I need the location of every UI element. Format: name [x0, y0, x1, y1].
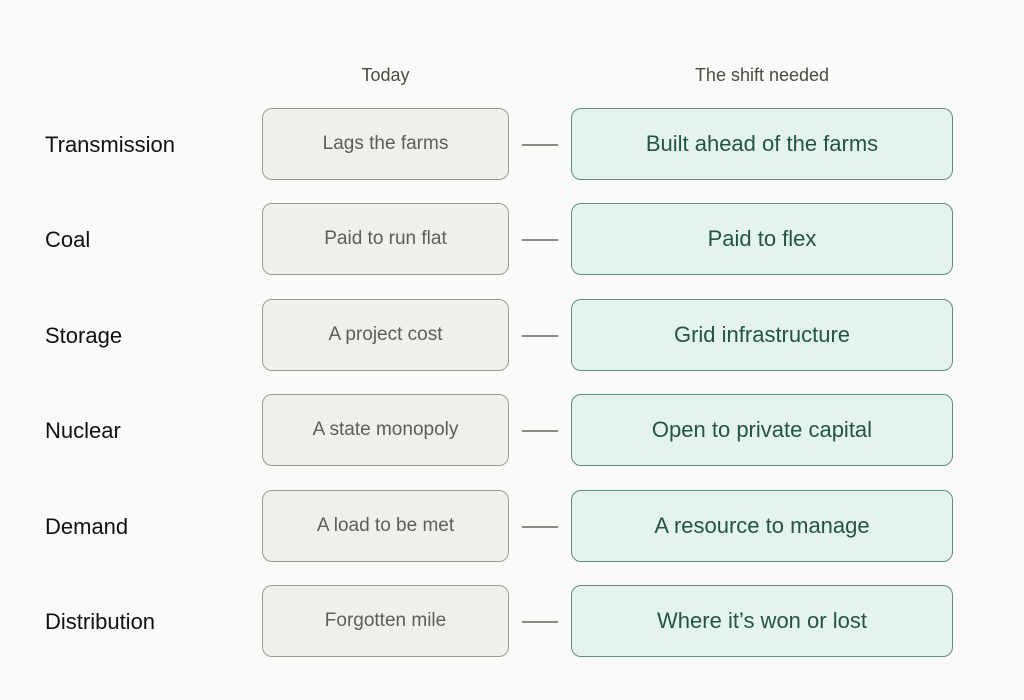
today-box: A state monopoly	[262, 394, 509, 466]
connector-line	[522, 621, 558, 623]
row-demand: Demand A load to be met A resource to ma…	[0, 490, 1024, 564]
connector-line	[522, 526, 558, 528]
today-column-header: Today	[361, 65, 410, 85]
shift-box: Where it’s won or lost	[571, 585, 953, 657]
connector-line	[522, 144, 558, 146]
row-label: Distribution	[45, 609, 156, 634]
today-box: A project cost	[262, 299, 509, 371]
connector-line	[522, 239, 558, 241]
row-label: Storage	[45, 323, 123, 348]
row-coal: Coal Paid to run flat Paid to flex	[0, 203, 1024, 277]
row-label: Transmission	[45, 132, 175, 157]
today-box: Paid to run flat	[262, 203, 509, 275]
row-label: Coal	[45, 227, 91, 252]
row-label: Demand	[45, 514, 129, 539]
row-label: Nuclear	[45, 418, 121, 443]
today-box: A load to be met	[262, 490, 509, 562]
today-box: Forgotten mile	[262, 585, 509, 657]
shift-box: Open to private capital	[571, 394, 953, 466]
shift-box: Built ahead of the farms	[571, 108, 953, 180]
row-nuclear: Nuclear A state monopoly Open to private…	[0, 394, 1024, 468]
shift-box: Paid to flex	[571, 203, 953, 275]
row-distribution: Distribution Forgotten mile Where it’s w…	[0, 585, 1024, 659]
connector-line	[522, 335, 558, 337]
connector-line	[522, 430, 558, 432]
today-box: Lags the farms	[262, 108, 509, 180]
shift-column-header: The shift needed	[694, 65, 830, 85]
row-storage: Storage A project cost Grid infrastructu…	[0, 299, 1024, 373]
shift-box: Grid infrastructure	[571, 299, 953, 371]
shift-box: A resource to manage	[571, 490, 953, 562]
row-transmission: Transmission Lags the farms Built ahead …	[0, 108, 1024, 182]
